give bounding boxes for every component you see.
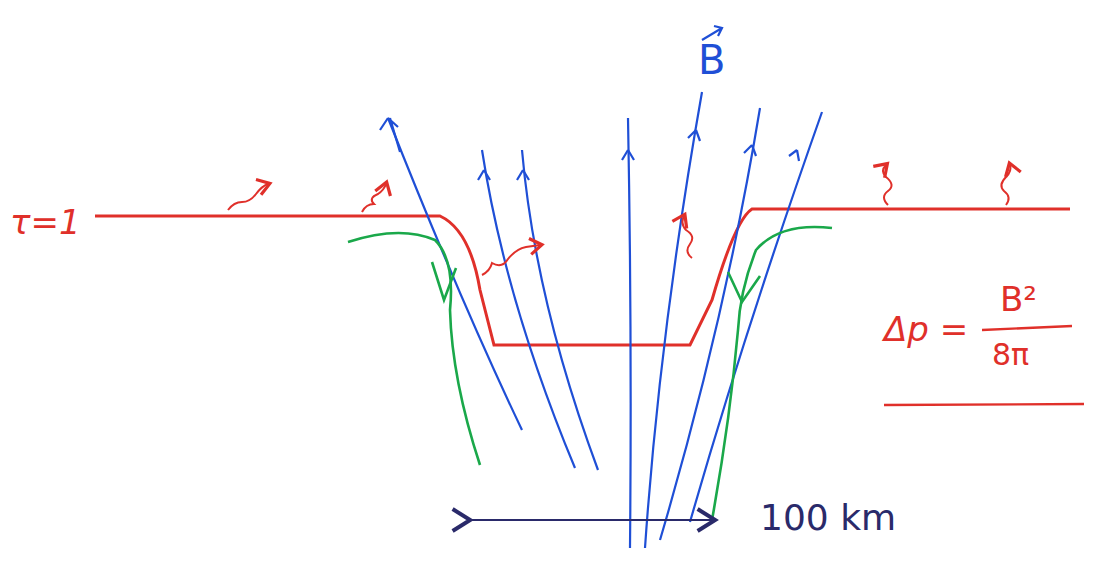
scale-label: 100 km (760, 500, 896, 536)
pressure-label: Δp = (884, 312, 968, 346)
fraction-bar (982, 326, 1072, 330)
scale-arrow (468, 519, 713, 521)
tau-surface (95, 209, 1070, 345)
underline (884, 404, 1084, 405)
surface-label: τ=1 (10, 205, 81, 239)
downflow-arrows (348, 227, 832, 520)
vector-arrow (702, 26, 722, 40)
fraction-denominator: 8π (992, 340, 1029, 370)
fraction-numerator: B² (1000, 282, 1037, 316)
field-label: B (698, 40, 725, 80)
field-lines (380, 92, 822, 548)
radiation-arrows (228, 165, 1011, 275)
